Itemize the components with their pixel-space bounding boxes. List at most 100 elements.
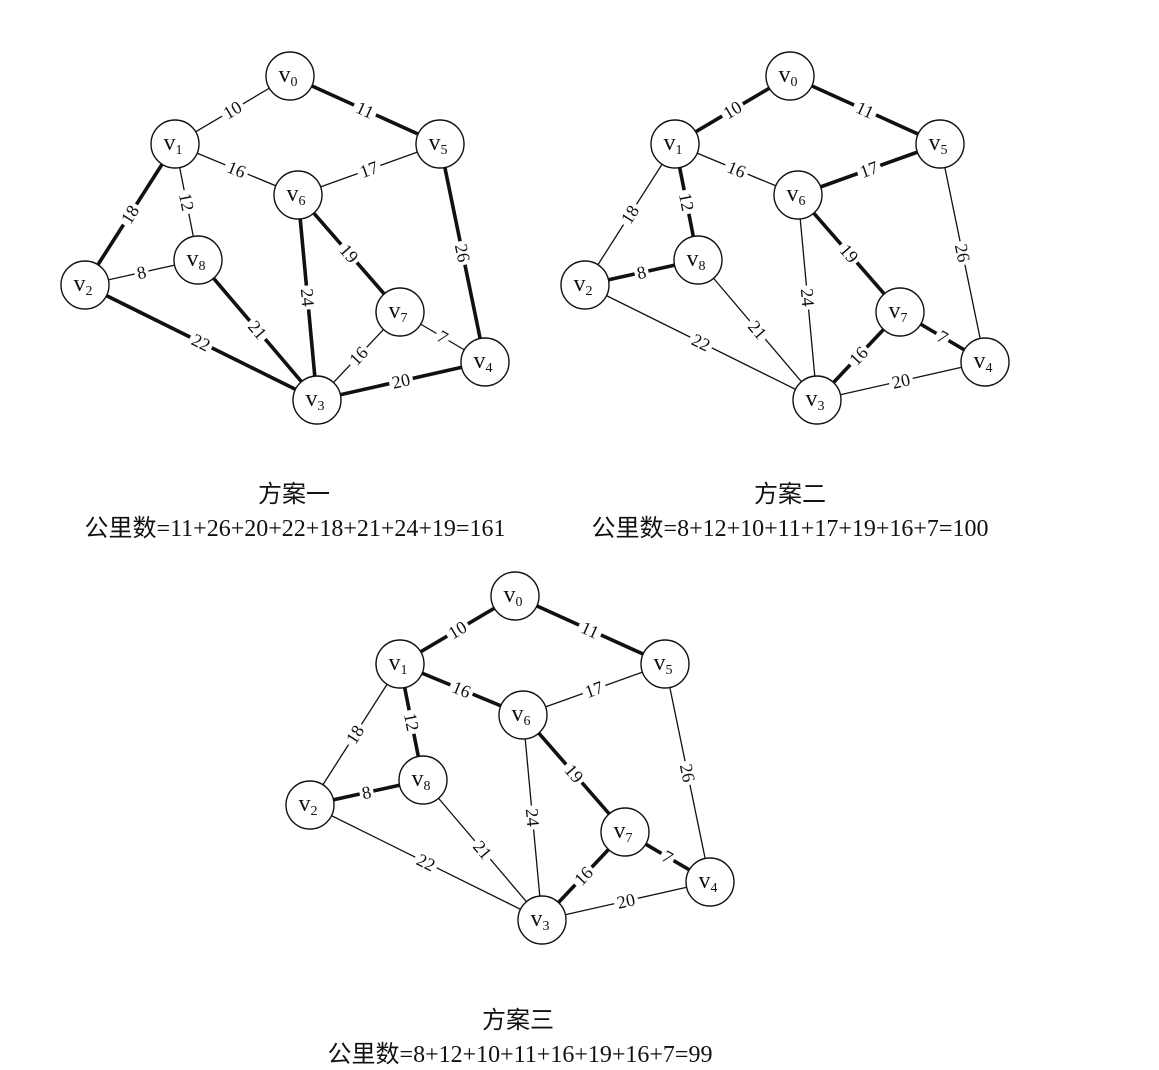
edge-weight-v2-v8: 8 [357,781,376,804]
svg-text:17: 17 [357,157,381,182]
edge-weight-v6-v3: 24 [796,284,819,311]
node-circle [60,260,110,310]
edge-weight-v1-v6: 16 [721,155,752,184]
edge-weight-v1-v8: 12 [399,708,424,736]
node-v8: v8 [673,235,723,285]
edge-weight-v1-v8: 12 [174,188,199,216]
svg-text:21: 21 [744,317,771,344]
svg-text:18: 18 [342,722,369,748]
edge-weight-v0-v1: 10 [717,95,748,125]
edge-weight-v5-v4: 26 [950,239,975,267]
node-v2: v2 [285,780,335,830]
edge-weight-v3-v4: 20 [887,368,915,394]
edge-weight-v6-v5: 17 [854,156,884,183]
edge-weight-v0-v5: 11 [349,95,381,125]
svg-text:8: 8 [135,262,148,283]
node-v2: v2 [60,260,110,310]
node-v6: v6 [773,170,823,220]
edge-weight-v2-v8: 8 [132,261,151,284]
node-v4: v4 [460,337,510,387]
plan-1-title: 方案一 [258,482,330,508]
svg-text:24: 24 [297,288,319,308]
edge-weight-v1-v6: 16 [221,155,252,184]
node-circle [792,375,842,425]
node-circle [773,170,823,220]
node-v3: v3 [792,375,842,425]
svg-text:12: 12 [675,191,698,213]
edge-weight-v7-v4: 7 [431,324,454,350]
node-v1: v1 [375,639,425,689]
node-circle [273,170,323,220]
edge-weight-v0-v5: 11 [574,615,606,645]
svg-text:12: 12 [175,191,198,213]
node-circle [415,119,465,169]
svg-text:20: 20 [890,369,912,392]
edge-weight-v2-v3: 22 [410,848,442,877]
svg-text:8: 8 [635,262,648,283]
edge-weight-v6-v3: 24 [296,284,319,311]
edge-weight-v1-v2: 18 [615,199,645,230]
node-v5: v5 [640,639,690,689]
edge-weight-v6-v3: 24 [521,804,544,831]
node-v0: v0 [490,571,540,621]
edge-weight-v0-v5: 11 [849,95,881,125]
node-circle [375,639,425,689]
edge-weight-v2-v3: 22 [185,328,217,357]
node-v6: v6 [498,690,548,740]
node-v0: v0 [765,51,815,101]
svg-text:21: 21 [469,837,496,864]
node-circle [460,337,510,387]
edge-weight-v0-v1: 10 [217,95,248,125]
edge-weight-v2-v3: 22 [685,328,717,357]
svg-text:26: 26 [451,242,474,264]
node-circle [285,780,335,830]
node-circle [960,337,1010,387]
svg-text:24: 24 [522,808,544,828]
node-v3: v3 [517,895,567,945]
node-circle [765,51,815,101]
plan-2-title: 方案二 [754,482,826,508]
node-v8: v8 [173,235,223,285]
svg-text:18: 18 [117,202,144,228]
node-circle [265,51,315,101]
svg-text:17: 17 [857,157,881,182]
node-circle [875,287,925,337]
plan-1-formula: 公里数=11+26+20+22+18+21+24+19=161 [84,516,506,542]
plan-3-title: 方案三 [482,1008,554,1034]
node-v1: v1 [150,119,200,169]
edge-weight-v0-v1: 10 [442,615,473,645]
svg-text:10: 10 [445,617,471,643]
node-circle [640,639,690,689]
edge-weight-v3-v4: 20 [387,368,415,394]
node-circle [600,807,650,857]
node-v5: v5 [915,119,965,169]
svg-text:26: 26 [951,242,974,264]
edge-weight-v8-v3: 21 [467,834,498,866]
plan-3-formula: 公里数=8+12+10+11+16+19+16+7=99 [327,1042,713,1068]
edge-weight-v1-v6: 16 [446,675,477,704]
svg-text:17: 17 [582,677,606,702]
node-circle [498,690,548,740]
plan-2-formula: 公里数=8+12+10+11+17+19+16+7=100 [591,516,989,542]
node-v6: v6 [273,170,323,220]
edge-weight-v7-v4: 7 [656,844,679,870]
node-circle [150,119,200,169]
node-circle [398,755,448,805]
node-circle [517,895,567,945]
node-v4: v4 [685,857,735,907]
svg-text:26: 26 [676,762,699,784]
edge-weight-v8-v3: 21 [742,314,773,346]
edge-weight-v1-v8: 12 [674,188,699,216]
edge-weight-v3-v4: 20 [612,888,640,914]
edge-weight-v5-v4: 26 [675,759,700,787]
svg-text:10: 10 [720,97,746,123]
svg-text:20: 20 [390,369,412,392]
node-v1: v1 [650,119,700,169]
